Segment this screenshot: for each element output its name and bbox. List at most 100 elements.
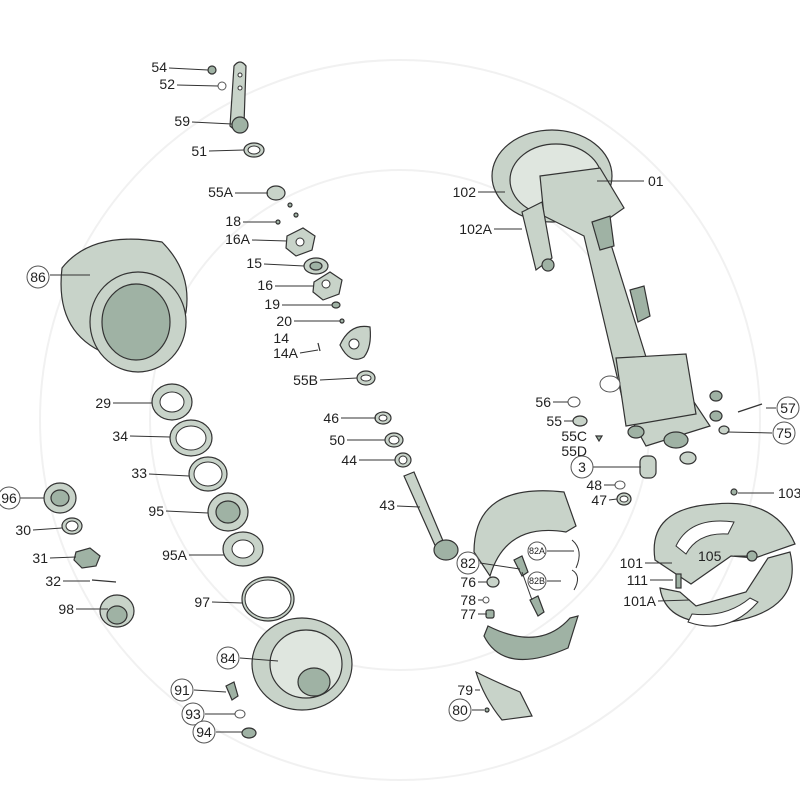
callout-label: 54 (151, 59, 167, 75)
callout-19[interactable]: 19 (264, 296, 332, 312)
callout-55a[interactable]: 55A (208, 184, 268, 200)
callout-31[interactable]: 31 (32, 550, 77, 566)
callout-label: 46 (323, 410, 339, 426)
callout-101a[interactable]: 101A (623, 593, 691, 609)
callout-79[interactable]: 79 (457, 682, 480, 698)
callout-82a[interactable]: 82A (527, 541, 574, 561)
leader-line (191, 121, 233, 125)
leader-line (176, 84, 219, 87)
callout-93[interactable]: 93 (181, 702, 235, 726)
callout-label: 14A (273, 345, 299, 361)
callout-52[interactable]: 52 (159, 76, 219, 92)
callout-84[interactable]: 84 (216, 646, 279, 670)
callout-95a[interactable]: 95A (162, 547, 224, 563)
callout-43[interactable]: 43 (379, 497, 421, 513)
callout-56[interactable]: 56 (535, 394, 568, 410)
callout-97[interactable]: 97 (194, 594, 243, 610)
callout-label: 111 (627, 572, 648, 588)
callout-80[interactable]: 80 (448, 698, 484, 722)
callout-circle (448, 698, 472, 722)
callout-111[interactable]: 111 (627, 572, 673, 588)
callout-15[interactable]: 15 (246, 255, 305, 271)
leader-line (49, 556, 77, 559)
callout-46[interactable]: 46 (323, 410, 376, 426)
callout-98[interactable]: 98 (58, 601, 108, 617)
callout-55b[interactable]: 55B (293, 372, 358, 388)
callout-82b[interactable]: 82B (527, 571, 561, 591)
callout-label: 95A (162, 547, 188, 563)
callout-14[interactable]: 14 (273, 330, 289, 346)
callout-label: 16A (225, 231, 251, 247)
callout-101[interactable]: 101 (620, 555, 672, 571)
callout-76[interactable]: 76 (460, 574, 487, 590)
callout-label: 94 (196, 724, 212, 740)
leader-line (148, 473, 190, 477)
callout-label: 76 (460, 574, 476, 590)
callout-82[interactable]: 82 (456, 551, 521, 575)
callout-77[interactable]: 77 (460, 606, 487, 622)
callout-14a[interactable]: 14A (273, 345, 319, 361)
callout-50[interactable]: 50 (329, 432, 385, 448)
callout-48[interactable]: 48 (586, 477, 615, 493)
callout-label: 105 (698, 548, 722, 564)
callout-44[interactable]: 44 (341, 452, 395, 468)
callout-96[interactable]: 96 (0, 486, 44, 510)
callout-label: 80 (452, 702, 468, 718)
callout-34[interactable]: 34 (112, 428, 171, 444)
callout-54[interactable]: 54 (151, 59, 209, 75)
callout-29[interactable]: 29 (95, 395, 152, 411)
callout-102[interactable]: 102 (453, 184, 505, 200)
callout-label: 75 (776, 425, 792, 441)
callout-label: 86 (30, 269, 46, 285)
callout-label: 01 (648, 173, 664, 189)
callout-75[interactable]: 75 (726, 421, 796, 445)
leader-line (32, 527, 63, 531)
callout-51[interactable]: 51 (191, 143, 245, 159)
callout-label: 55D (561, 443, 587, 459)
callout-94[interactable]: 94 (192, 720, 242, 744)
callout-55c[interactable]: 55C (561, 428, 587, 444)
callout-91[interactable]: 91 (170, 678, 227, 702)
leader-line (657, 599, 691, 602)
callout-33[interactable]: 33 (131, 465, 190, 481)
callout-circle (772, 421, 796, 445)
callout-01[interactable]: 01 (597, 173, 664, 189)
callout-circle (0, 486, 21, 510)
callout-59[interactable]: 59 (174, 113, 233, 129)
callout-label: 102A (459, 221, 492, 237)
part-brake-drum (60, 238, 188, 373)
callout-55[interactable]: 55 (546, 413, 573, 429)
callout-32[interactable]: 32 (45, 573, 90, 589)
callout-circle (776, 396, 800, 420)
leader-line (479, 562, 521, 570)
callout-label: 77 (460, 606, 476, 622)
callout-label: 82 (460, 555, 476, 571)
callout-86[interactable]: 86 (26, 265, 90, 289)
callout-105[interactable]: 105 (698, 548, 748, 564)
leader-line (319, 377, 358, 381)
callout-3[interactable]: 3 (570, 455, 641, 479)
callout-label: 3 (578, 459, 586, 475)
callout-57[interactable]: 57 (766, 396, 800, 420)
callout-30[interactable]: 30 (15, 522, 63, 538)
callout-label: 93 (185, 706, 201, 722)
callout-55d[interactable]: 55D (561, 443, 587, 459)
callout-circle (527, 571, 547, 591)
callout-18[interactable]: 18 (225, 213, 276, 229)
callout-47[interactable]: 47 (591, 492, 618, 508)
callout-78[interactable]: 78 (460, 592, 483, 608)
callout-16[interactable]: 16 (257, 277, 314, 293)
callout-label: 20 (276, 313, 292, 329)
callout-103[interactable]: 103 (738, 485, 800, 501)
leader-line (211, 601, 243, 604)
callout-16a[interactable]: 16A (225, 231, 288, 247)
callout-circle (192, 720, 216, 744)
part-brake-shoes (473, 490, 580, 721)
callout-102a[interactable]: 102A (459, 221, 522, 237)
callout-20[interactable]: 20 (276, 313, 340, 329)
callout-95[interactable]: 95 (148, 503, 209, 519)
part-small-hardware (567, 396, 763, 506)
callout-label: 14 (273, 330, 289, 346)
